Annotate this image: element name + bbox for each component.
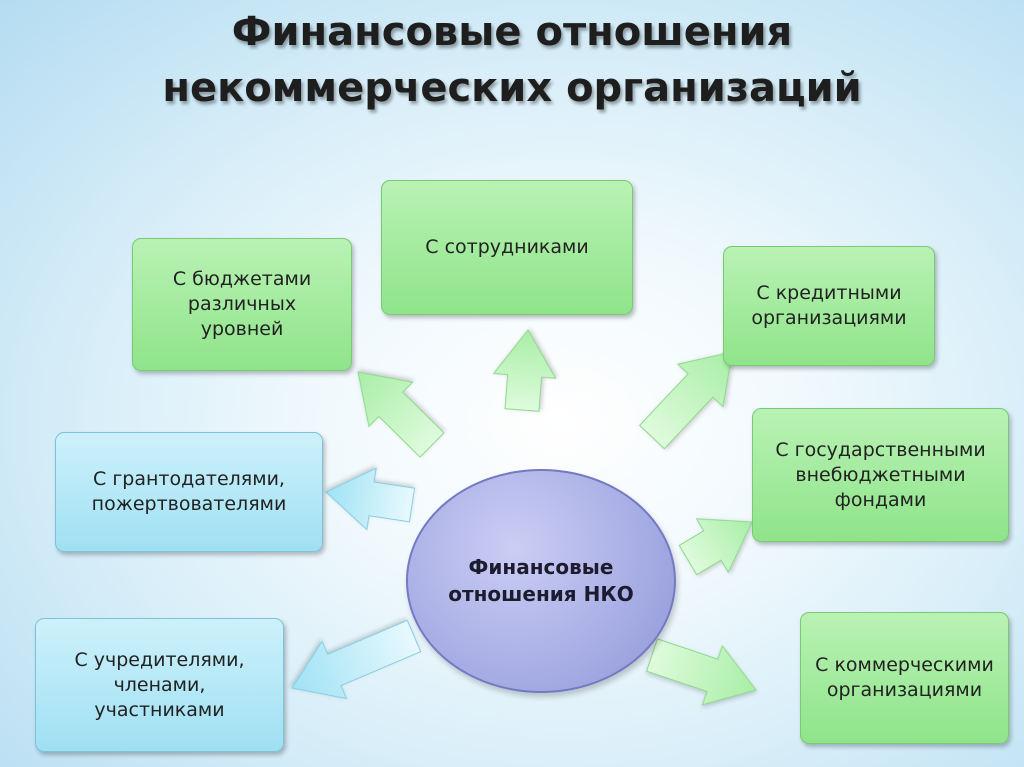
box-commercial-label: С коммерческими организациями xyxy=(815,654,994,701)
box-budgets: С бюджетами различных уровней xyxy=(132,238,352,371)
arrow-to-budgets xyxy=(357,371,445,458)
box-credit-organizations: С кредитными организациями xyxy=(723,246,935,366)
arrow-to-founders xyxy=(291,619,422,700)
box-grantors-label: С грантодателями, пожертвователями xyxy=(91,468,287,515)
title-line-2: некоммерческих организаций xyxy=(162,65,862,111)
arrow-to-commercial xyxy=(645,638,757,706)
page-title: Финансовые отношения некоммерческих орга… xyxy=(0,4,1024,116)
box-founders-label: С учредителями, членами, участниками xyxy=(74,648,245,721)
box-budgets-label: С бюджетами различных уровней xyxy=(172,268,312,340)
box-grantors: С грантодателями, пожертвователями xyxy=(55,432,323,552)
box-funds-label: С государственными внебюджетными фондами xyxy=(775,438,986,511)
title-line-1: Финансовые отношения xyxy=(231,9,793,55)
box-commercial-organizations: С коммерческими организациями xyxy=(800,612,1009,744)
center-label: Финансовые отношения НКО xyxy=(448,555,634,606)
box-employees: С сотрудниками xyxy=(381,180,633,315)
box-extrabudgetary-funds: С государственными внебюджетными фондами xyxy=(752,408,1009,542)
arrow-to-funds xyxy=(678,518,753,576)
box-credit-label: С кредитными организациями xyxy=(751,282,907,329)
center-circle: Финансовые отношения НКО xyxy=(406,469,676,693)
arrow-to-credit xyxy=(638,351,733,450)
arrow-to-grantors xyxy=(325,467,416,531)
arrow-to-employees xyxy=(492,329,557,412)
box-employees-label: С сотрудниками xyxy=(425,236,589,258)
box-founders: С учредителями, членами, участниками xyxy=(35,618,284,752)
